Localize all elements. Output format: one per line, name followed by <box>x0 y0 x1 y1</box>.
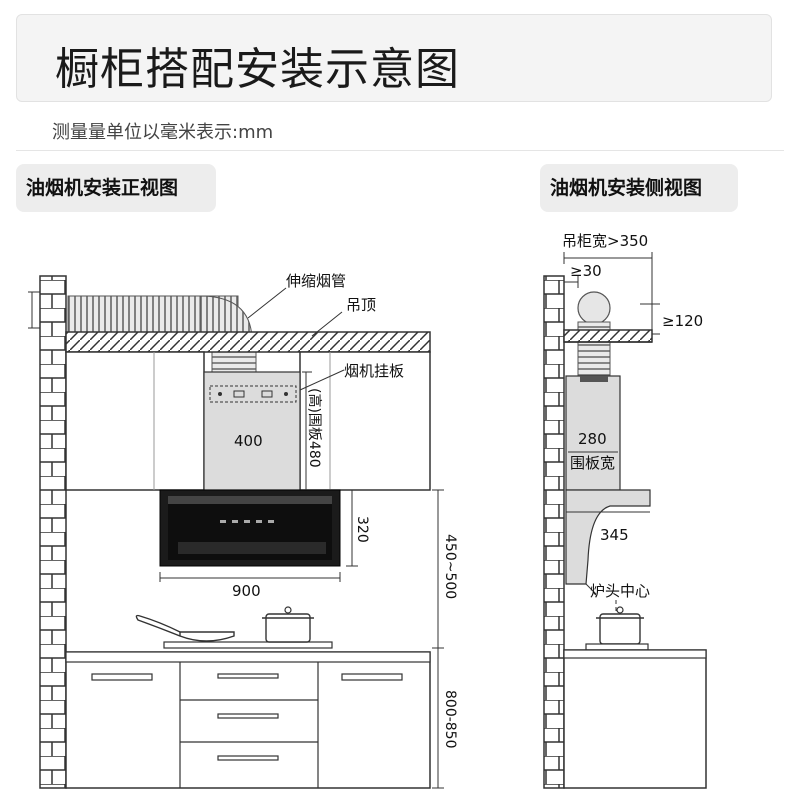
front-label-ceiling: 吊顶 <box>346 296 376 314</box>
front-upper-cabinet-right <box>299 351 431 491</box>
side-label-burner-center: 炉头中心 <box>590 582 650 600</box>
unit-note: 测量量单位以毫米表示:mm <box>52 122 274 143</box>
front-view: 伸缩烟管 吊顶 烟机挂板 400 (高)围板480 320 900 450~50… <box>28 272 458 789</box>
front-label-panel-height: (高)围板480 <box>306 388 323 468</box>
front-label-hood-width: 900 <box>232 582 261 600</box>
side-label-cabinet-width: 吊柜宽>350 <box>562 232 648 250</box>
side-label-min-gap: ≥30 <box>570 262 602 280</box>
side-view: 吊柜宽>350 ≥30 ≥120 280 围板宽 345 炉头中心 <box>543 232 707 789</box>
side-brick-wall <box>543 275 565 789</box>
side-label-panel-width: 280 <box>578 430 607 448</box>
front-frying-pan <box>179 631 235 642</box>
front-label-duct: 伸缩烟管 <box>286 272 346 290</box>
front-cooking-pot <box>262 606 314 643</box>
side-enclosure-panel <box>565 375 621 491</box>
front-label-counter-height: 800-850 <box>442 690 458 749</box>
side-label-panel-caption: 围板宽 <box>570 454 615 472</box>
front-brick-wall <box>39 275 67 789</box>
side-label-min-top: ≥120 <box>662 312 703 330</box>
front-cooktop <box>163 641 333 649</box>
front-view-tag: 油烟机安装正视图 <box>16 164 216 212</box>
side-ceiling <box>563 329 653 343</box>
side-duct-circle <box>577 291 611 325</box>
page-title: 橱柜搭配安装示意图 <box>55 44 460 95</box>
front-label-hanger: 烟机挂板 <box>344 362 404 380</box>
front-upper-cabinet-left <box>65 351 205 491</box>
front-label-hood-to-counter: 450~500 <box>442 534 458 599</box>
hood-control-buttons <box>220 520 274 523</box>
front-hanger-plate <box>209 385 297 403</box>
side-cooking-pot <box>596 606 644 645</box>
front-label-panel-width: 400 <box>234 432 263 450</box>
front-label-hood-height: 320 <box>354 516 370 543</box>
side-view-tag: 油烟机安装侧视图 <box>540 164 738 212</box>
front-enclosure-panel <box>203 371 301 491</box>
title-banner: 橱柜搭配安装示意图 <box>16 14 772 102</box>
side-lower-cabinet <box>563 649 707 789</box>
divider <box>16 150 784 151</box>
front-lower-cabinet <box>65 651 431 789</box>
front-ceiling <box>65 331 431 353</box>
side-label-hood-depth: 345 <box>600 526 629 544</box>
